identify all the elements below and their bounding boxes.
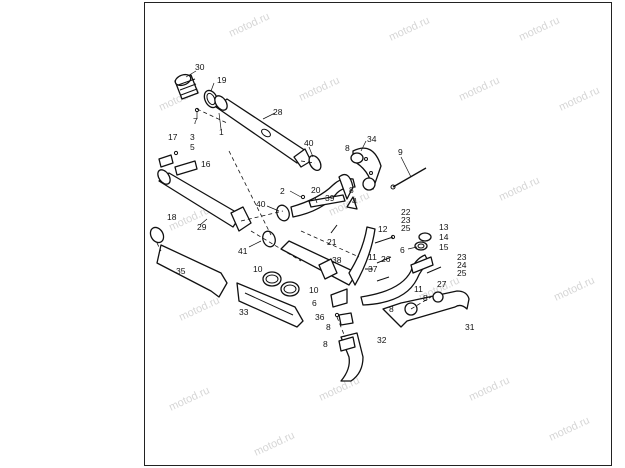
watermark: motod.ru — [547, 414, 591, 443]
watermark: motod.ru — [497, 174, 541, 203]
gasket — [362, 177, 376, 191]
callout-35: 35 — [176, 266, 186, 276]
callout-38: 38 — [332, 255, 342, 265]
callout-40: 40 — [304, 138, 314, 148]
bracket — [330, 288, 348, 308]
watermark: motod.ru — [177, 294, 221, 323]
gasket-ring — [280, 281, 300, 297]
callout-9: 9 — [398, 147, 403, 157]
callout-8: 8 — [389, 304, 394, 314]
callout-30: 30 — [195, 62, 205, 72]
lower-muffler — [157, 169, 252, 232]
upper-muffler — [214, 95, 312, 168]
mounting-bracket — [158, 150, 198, 176]
callout-7: 7 — [193, 116, 198, 126]
callout-34: 34 — [367, 134, 377, 144]
callout-11: 11 — [368, 252, 377, 262]
watermark: motod.ru — [317, 374, 361, 403]
watermark: motod.ru — [227, 10, 271, 39]
callout-8: 8 — [423, 293, 428, 303]
callout-24: 24 — [457, 260, 467, 270]
callout-6: 6 — [400, 245, 405, 255]
callout-33: 33 — [239, 307, 249, 317]
flange — [418, 232, 432, 242]
callout-40: 40 — [256, 199, 266, 209]
callout-10: 10 — [309, 285, 319, 295]
diagram-frame: motod.ru motod.ru motod.ru motod.ru moto… — [144, 2, 612, 466]
gasket — [432, 291, 444, 303]
end-cap-tip — [174, 73, 199, 100]
callout-39: 39 — [325, 193, 335, 203]
callout-1: 1 — [219, 127, 224, 137]
callout-41: 41 — [238, 246, 248, 256]
clamp — [276, 204, 290, 222]
callout-8: 8 — [323, 339, 328, 349]
fasteners — [374, 234, 396, 282]
watermark: motod.ru — [517, 14, 561, 43]
callout-32: 32 — [377, 335, 387, 345]
callout-11: 11 — [414, 284, 423, 294]
callout-18: 18 — [167, 212, 177, 222]
callout-25: 25 — [401, 223, 411, 233]
gasket — [350, 152, 364, 164]
callout-31: 31 — [465, 322, 475, 332]
watermark: motod.ru — [252, 429, 296, 458]
callout-28: 28 — [273, 107, 283, 117]
callout-19: 19 — [217, 75, 227, 85]
watermark: motod.ru — [387, 14, 431, 43]
heat-shield-long — [156, 244, 228, 298]
callout-13: 13 — [439, 222, 449, 232]
watermark: motod.ru — [557, 84, 601, 113]
callout-25: 25 — [457, 268, 467, 278]
callout-8: 8 — [349, 185, 354, 195]
callout-15: 15 — [439, 242, 449, 252]
gasket-ring — [262, 271, 282, 287]
callout-8: 8 — [345, 143, 350, 153]
watermark: motod.ru — [457, 74, 501, 103]
callouts: 30 19 7 1 28 17 3 5 16 40 34 8 9 8 2 20 … — [167, 62, 475, 349]
watermark: motod.ru — [297, 74, 341, 103]
callout-10: 10 — [253, 264, 263, 274]
callout-23: 23 — [457, 252, 467, 262]
leader-lines — [185, 70, 418, 250]
rod — [392, 167, 427, 188]
callout-12: 12 — [378, 224, 388, 234]
callout-5: 5 — [190, 142, 195, 152]
front-header-pipe — [280, 226, 376, 286]
callout-22: 22 — [401, 207, 411, 217]
callout-8: 8 — [326, 322, 331, 332]
watermark: motod.ru — [552, 274, 596, 303]
callout-6: 6 — [312, 298, 317, 308]
callout-29: 29 — [197, 222, 207, 232]
watermark: motod.ru — [467, 374, 511, 403]
callout-37: 37 — [368, 264, 378, 274]
callout-3: 3 — [190, 132, 195, 142]
clamp-ring — [149, 226, 165, 244]
callout-36: 36 — [315, 312, 325, 322]
callout-16: 16 — [201, 159, 211, 169]
callout-17: 17 — [168, 132, 178, 142]
exhaust-exploded-diagram: motod.ru motod.ru motod.ru motod.ru moto… — [149, 10, 602, 459]
callout-21: 21 — [327, 237, 337, 247]
callout-4: 4 — [352, 196, 357, 206]
watermark: motod.ru — [167, 384, 211, 413]
callout-27: 27 — [437, 279, 447, 289]
callout-2: 2 — [280, 186, 285, 196]
clamp — [262, 230, 276, 248]
callout-14: 14 — [439, 232, 449, 242]
callout-20: 20 — [311, 185, 321, 195]
callout-23: 23 — [401, 215, 411, 225]
callout-26: 26 — [381, 254, 391, 264]
rear-exhaust-pipe — [382, 290, 470, 328]
